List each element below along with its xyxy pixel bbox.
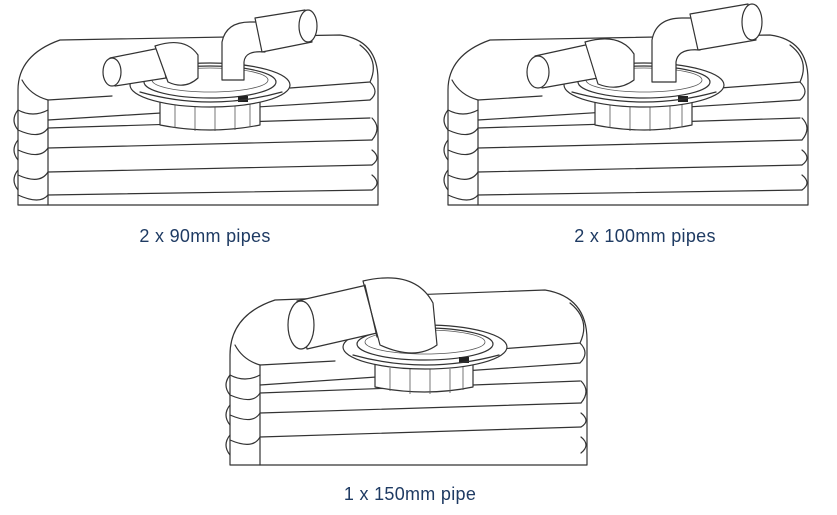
caption-150mm: 1 x 150mm pipe	[343, 484, 477, 504]
elbow-pipe-icon	[287, 277, 438, 354]
tank-illustration-150mm	[225, 277, 588, 466]
diagram-two-100mm-pipes: 2 x 100mm pipes	[430, 0, 830, 260]
tank-illustration-90mm	[13, 9, 379, 206]
caption-100mm: 2 x 100mm pipes	[574, 226, 716, 246]
elbow-pipe-icon	[102, 9, 318, 87]
diagram-two-90mm-pipes: 2 x 90mm pipes	[0, 0, 400, 260]
elbow-pipe-icon	[526, 3, 763, 89]
diagram-one-150mm-pipe: 1 x 150mm pipe	[215, 265, 615, 515]
tank-illustration-100mm	[443, 3, 809, 206]
inlet-filter-ring-icon	[563, 62, 725, 131]
caption-90mm: 2 x 90mm pipes	[139, 226, 271, 246]
